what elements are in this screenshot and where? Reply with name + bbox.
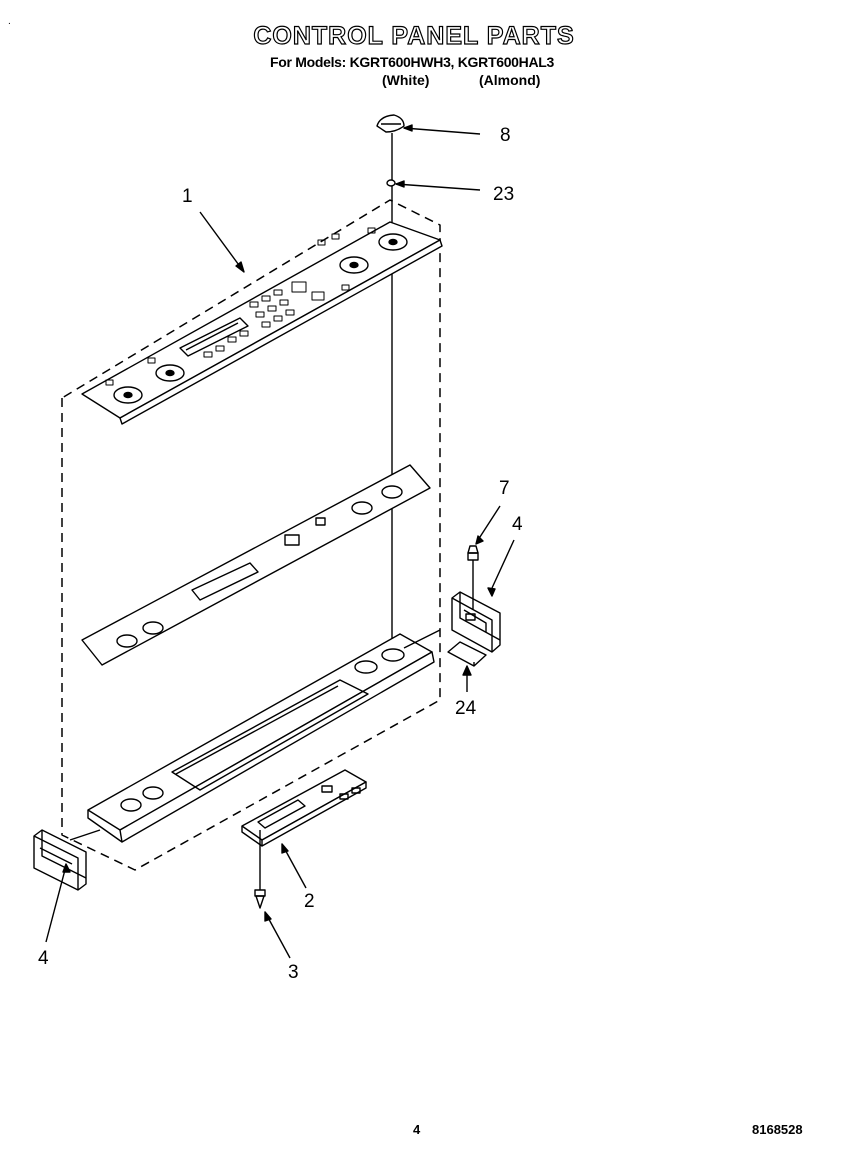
knob-ring [155,364,185,382]
color-white-label: (White) [382,72,430,88]
knob-ring [378,233,408,251]
knob-ring [339,256,369,274]
color-almond-label: (Almond) [479,72,541,88]
stray-mark: . [8,16,11,27]
callout-1: 1 [182,186,193,207]
callout-3: 3 [288,962,299,983]
callout-7: 7 [499,478,510,499]
assembly-outline [61,199,441,871]
knob-ring [113,386,143,404]
callout-4-left: 4 [38,948,49,969]
console-panel [69,629,441,843]
page-number: 4 [413,1122,421,1137]
end-cap-left [33,829,87,943]
page-title: CONTROL PANEL PARTS [253,21,575,50]
board-screw [254,830,291,959]
knob-part [376,114,481,135]
document-number: 8168528 [752,1122,803,1137]
control-panel-overlay [81,221,443,425]
clip-part [447,641,487,692]
spring-part [386,179,481,191]
callout-4-right: 4 [512,514,523,535]
callout-24: 24 [455,698,477,719]
callout-2: 2 [304,891,315,912]
screw-part [467,505,501,610]
models-line: For Models: KGRT600HWH3, KGRT600HAL3 [270,54,555,70]
end-cap-right [451,539,515,653]
callout-23: 23 [493,184,515,205]
callout-8: 8 [500,125,511,146]
insulator-panel [81,464,431,666]
control-board [241,769,367,889]
leader-1 [199,211,245,273]
